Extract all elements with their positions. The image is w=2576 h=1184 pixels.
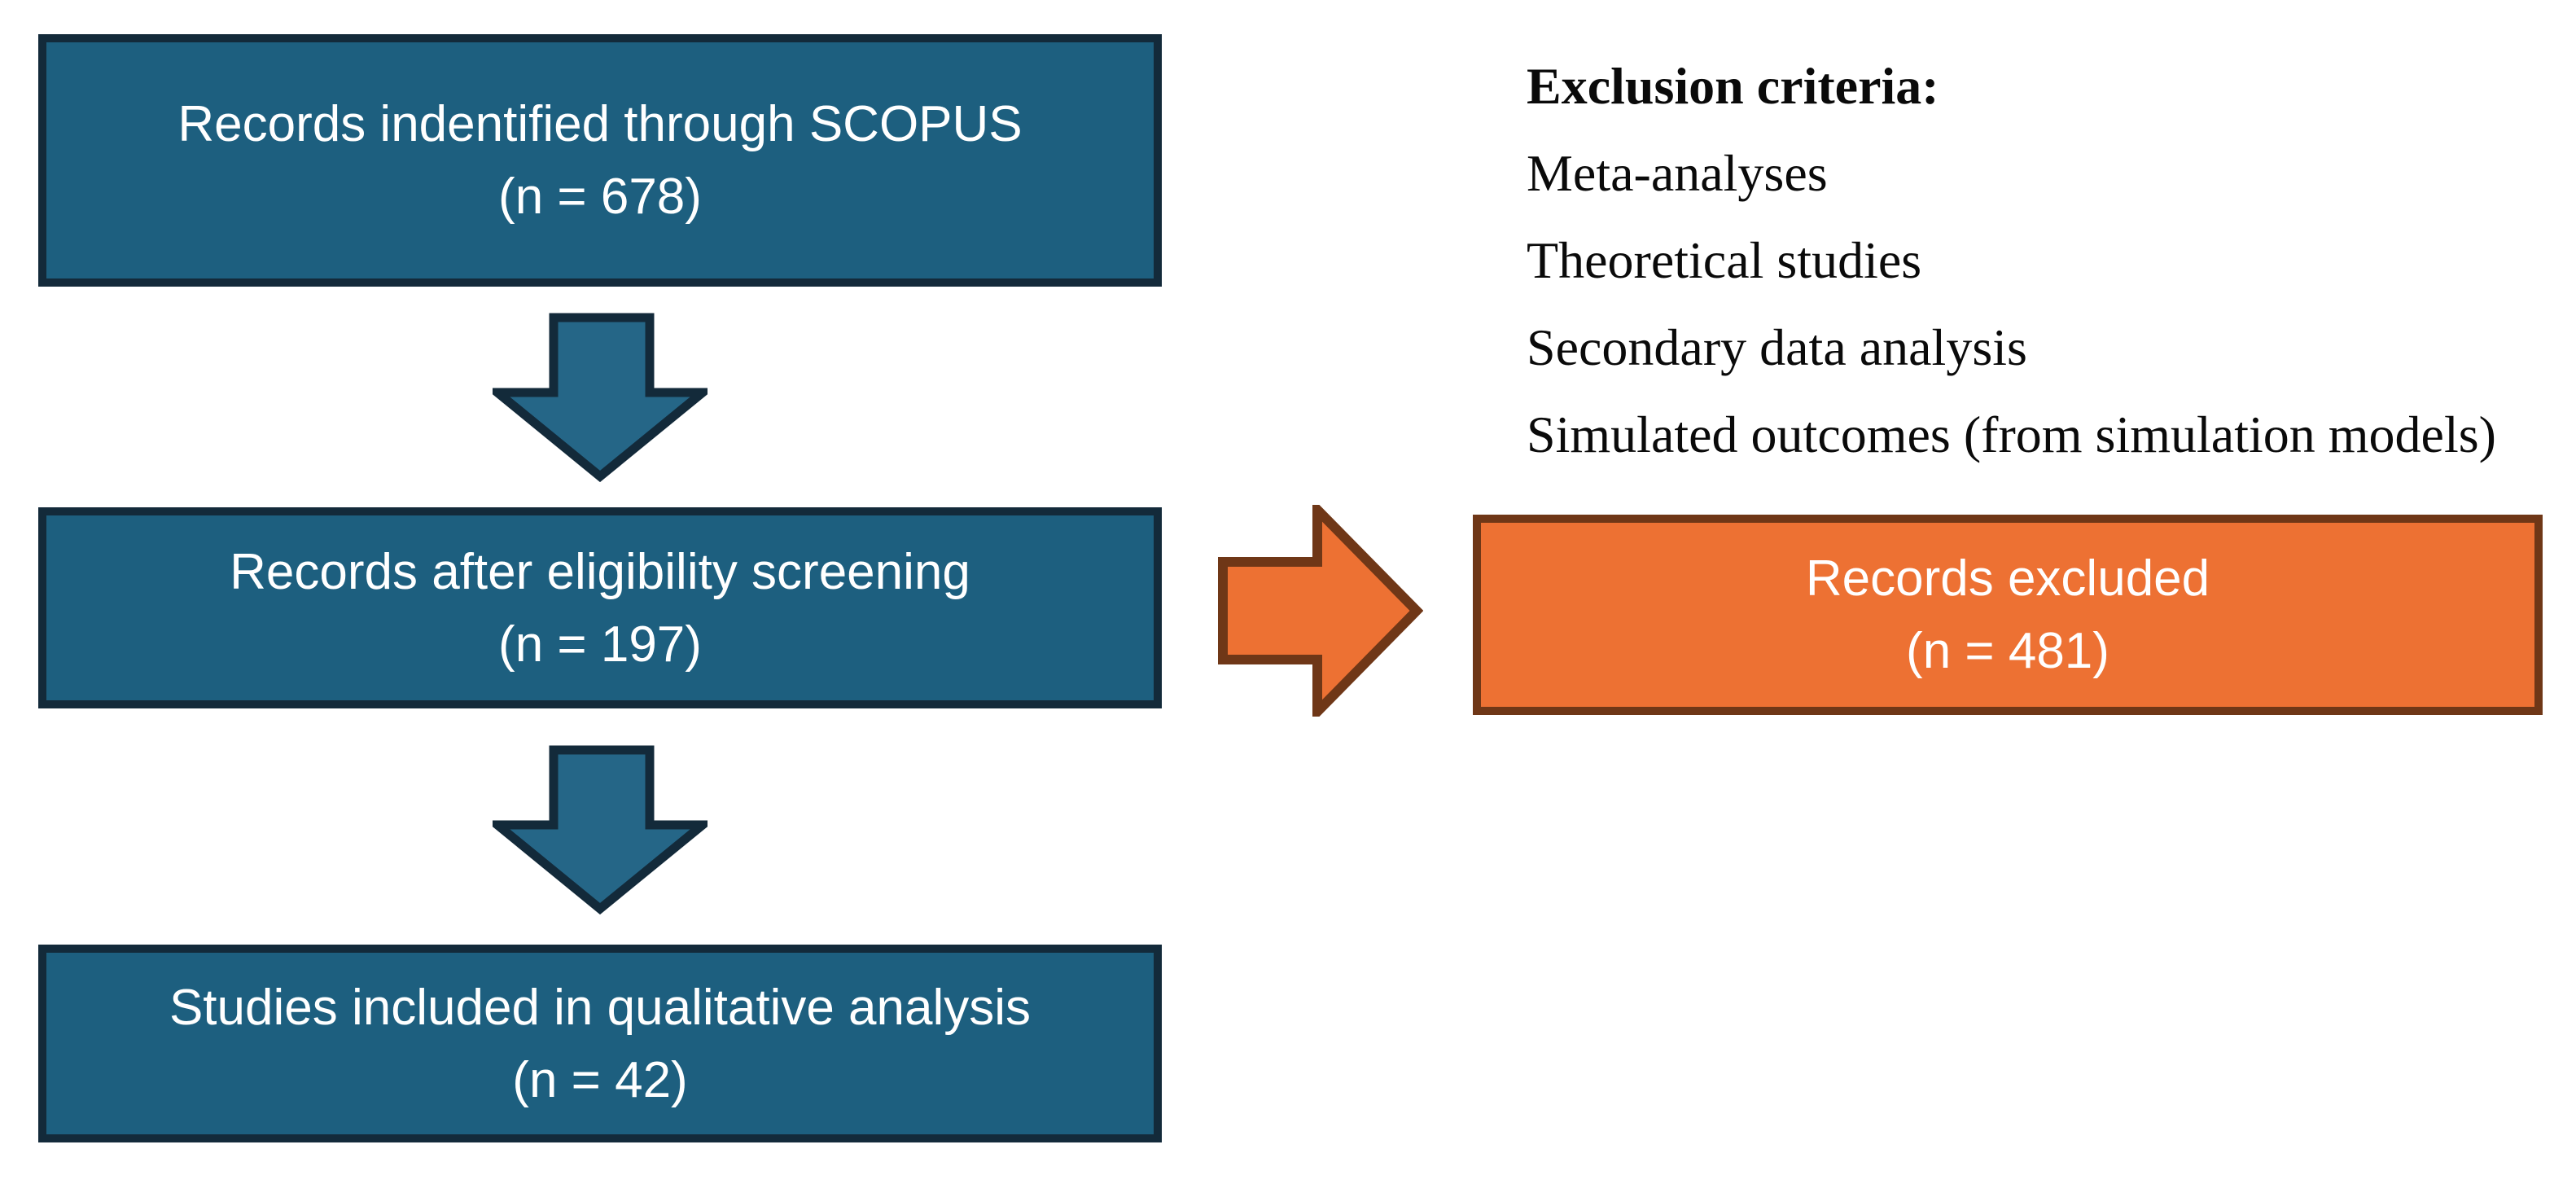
exclusion-criteria-item: Meta-analyses (1527, 144, 1828, 202)
exclusion-criteria-list: Exclusion criteria: Meta-analyses Theore… (1527, 42, 2496, 478)
box-records-screened: Records after eligibility screening (n =… (38, 507, 1162, 708)
exclusion-criteria-item: Theoretical studies (1527, 231, 1922, 289)
right-arrow-icon (1218, 505, 1423, 717)
box-records-excluded: Records excluded (n = 481) (1473, 515, 2543, 715)
box-records-identified-label: Records indentified through SCOPUS (177, 96, 1023, 152)
exclusion-criteria-heading: Exclusion criteria: (1527, 57, 1939, 115)
exclusion-criteria-item: Simulated outcomes (from simulation mode… (1527, 406, 2496, 463)
down-arrow-icon (493, 313, 708, 482)
box-records-identified-count: (n = 678) (498, 169, 702, 225)
down-arrow-icon (493, 745, 708, 914)
box-studies-included-label: Studies included in qualitative analysis (169, 979, 1032, 1036)
box-records-identified: Records indentified through SCOPUS (n = … (38, 34, 1162, 287)
exclusion-criteria-item: Secondary data analysis (1527, 318, 2027, 376)
box-records-excluded-count: (n = 481) (1906, 623, 2109, 679)
box-studies-included: Studies included in qualitative analysis… (38, 945, 1162, 1142)
box-records-excluded-label: Records excluded (1805, 550, 2210, 607)
box-records-screened-label: Records after eligibility screening (230, 543, 970, 600)
box-studies-included-count: (n = 42) (512, 1051, 688, 1108)
box-records-screened-count: (n = 197) (498, 616, 702, 673)
